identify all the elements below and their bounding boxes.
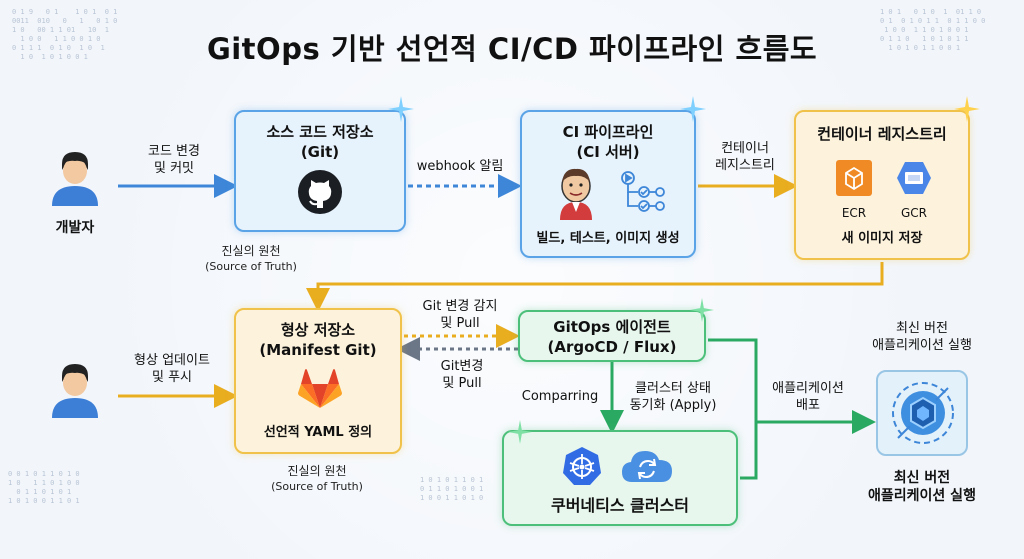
ecr-label: ECR xyxy=(841,206,867,220)
manifest-repo-box: 형상 저장소 (Manifest Git) 선언적 YAML 정의 xyxy=(234,308,402,454)
developer-action-line1: 코드 변경 xyxy=(148,144,200,159)
sync-line1: 클러스터 상태 xyxy=(635,381,711,396)
ci-caption: 빌드, 테스트, 이미지 생성 xyxy=(536,231,680,246)
binary-decoration-bottom-mid: 1 0 1 0 1 1 0 1 0 1 1 0 1 0 0 1 1 0 0 1 … xyxy=(420,476,484,502)
deploy-line1: 애플리케이션 xyxy=(772,381,844,396)
source-truth-line2: (Source of Truth) xyxy=(205,260,297,273)
webhook-label: webhook 알림 xyxy=(416,159,504,174)
agent-title: GitOps 에이전트 xyxy=(553,318,671,336)
to-registry-line1: 컨테이너 xyxy=(721,141,769,156)
sparkle-icon xyxy=(508,420,532,444)
person-icon xyxy=(52,152,98,206)
github-icon xyxy=(296,168,344,220)
registry-caption: 새 이미지 저장 xyxy=(841,231,923,246)
source-repo-subtitle: (Git) xyxy=(300,143,340,161)
page-title: GitOps 기반 선언적 CI/CD 파이프라인 흐름도 xyxy=(206,32,818,66)
sparkle-icon xyxy=(680,96,706,122)
container-registry-box: 컨테이너 레지스트리 ECR GCR 새 이미지 저장 xyxy=(794,110,970,260)
arrow-registry-to-manifest xyxy=(306,262,884,312)
sparkle-icon xyxy=(690,298,714,322)
developer-avatar xyxy=(50,150,100,210)
person-icon xyxy=(52,364,98,418)
operator-action-line1: 형상 업데이트 xyxy=(134,353,210,368)
detect-line2: 및 Pull xyxy=(440,316,480,331)
sparkle-icon xyxy=(954,96,980,122)
to-registry-line2: 레지스트리 xyxy=(715,158,775,173)
sync-line2: 동기화 (Apply) xyxy=(629,398,717,413)
developer-label: 개발자 xyxy=(55,220,95,236)
deploy-line2: 배포 xyxy=(796,398,820,413)
agent-subtitle: (ArgoCD / Flux) xyxy=(547,338,677,356)
ecr-icon xyxy=(836,160,872,200)
gcr-label: GCR xyxy=(900,206,927,220)
app-bottom-line2: 애플리케이션 실행 xyxy=(868,488,976,504)
developer-action-line2: 및 커밋 xyxy=(153,161,194,176)
detect-line1: Git 변경 감지 xyxy=(422,299,498,314)
connector-cluster-to-deploy xyxy=(740,422,758,480)
app-hexagon-icon xyxy=(886,376,960,454)
source-repo-box: 소스 코드 저장소 (Git) xyxy=(234,110,406,232)
arrow-agent-to-app xyxy=(708,338,876,434)
gcr-icon xyxy=(896,160,932,200)
app-top-line1: 최신 버전 xyxy=(896,321,948,336)
app-running-box xyxy=(876,370,968,456)
app-top-line2: 애플리케이션 실행 xyxy=(872,338,972,353)
binary-decoration-left: 0 1 9 0 1 1 0 1 0 1 0011 010 0 1 0 1 0 1… xyxy=(12,8,118,61)
binary-decoration-bottom-left: 0 0 1 0 1 1 0 1 0 1 0 1 1 0 1 0 0 0 1 1 … xyxy=(8,470,80,505)
manifest-subtitle: (Manifest Git) xyxy=(259,341,377,359)
manifest-truth-line2: (Source of Truth) xyxy=(271,480,363,493)
ci-subtitle: (CI 서버) xyxy=(576,143,640,161)
manifest-caption: 선언적 YAML 정의 xyxy=(263,425,373,440)
jenkins-icon xyxy=(556,166,596,224)
gitlab-icon xyxy=(298,368,342,414)
cloud-sync-icon xyxy=(620,448,674,488)
manifest-title: 형상 저장소 xyxy=(280,321,356,339)
source-truth-line1: 진실의 원천 xyxy=(221,244,281,258)
app-bottom-line1: 최신 버전 xyxy=(893,470,951,486)
ci-title: CI 파이프라인 xyxy=(562,123,654,141)
registry-title: 컨테이너 레지스트리 xyxy=(817,125,947,143)
gitops-agent-box: GitOps 에이전트 (ArgoCD / Flux) xyxy=(518,310,706,362)
cluster-title: 쿠버네티스 클러스터 xyxy=(550,496,690,515)
ci-pipeline-box: CI 파이프라인 (CI 서버) 빌드, 테스트, 이미지 생성 xyxy=(520,110,696,258)
pullback-line2: 및 Pull xyxy=(442,376,482,391)
operator-action-line2: 및 푸시 xyxy=(151,370,192,385)
comparing-label: Comparring xyxy=(521,389,599,404)
pullback-line1: Git변경 xyxy=(440,359,484,374)
manifest-truth-line1: 진실의 원천 xyxy=(287,464,347,478)
sparkle-icon xyxy=(388,96,414,122)
pipeline-flow-icon xyxy=(618,168,666,220)
kubernetes-icon xyxy=(562,446,602,490)
binary-decoration-right: 1 0 1 0 1 0 1 01 1 0 0 1 0 1 0 1 1 0 1 1… xyxy=(880,8,986,52)
operator-avatar xyxy=(50,362,100,422)
kubernetes-cluster-box: 쿠버네티스 클러스터 xyxy=(502,430,738,526)
source-repo-title: 소스 코드 저장소 xyxy=(266,123,374,141)
